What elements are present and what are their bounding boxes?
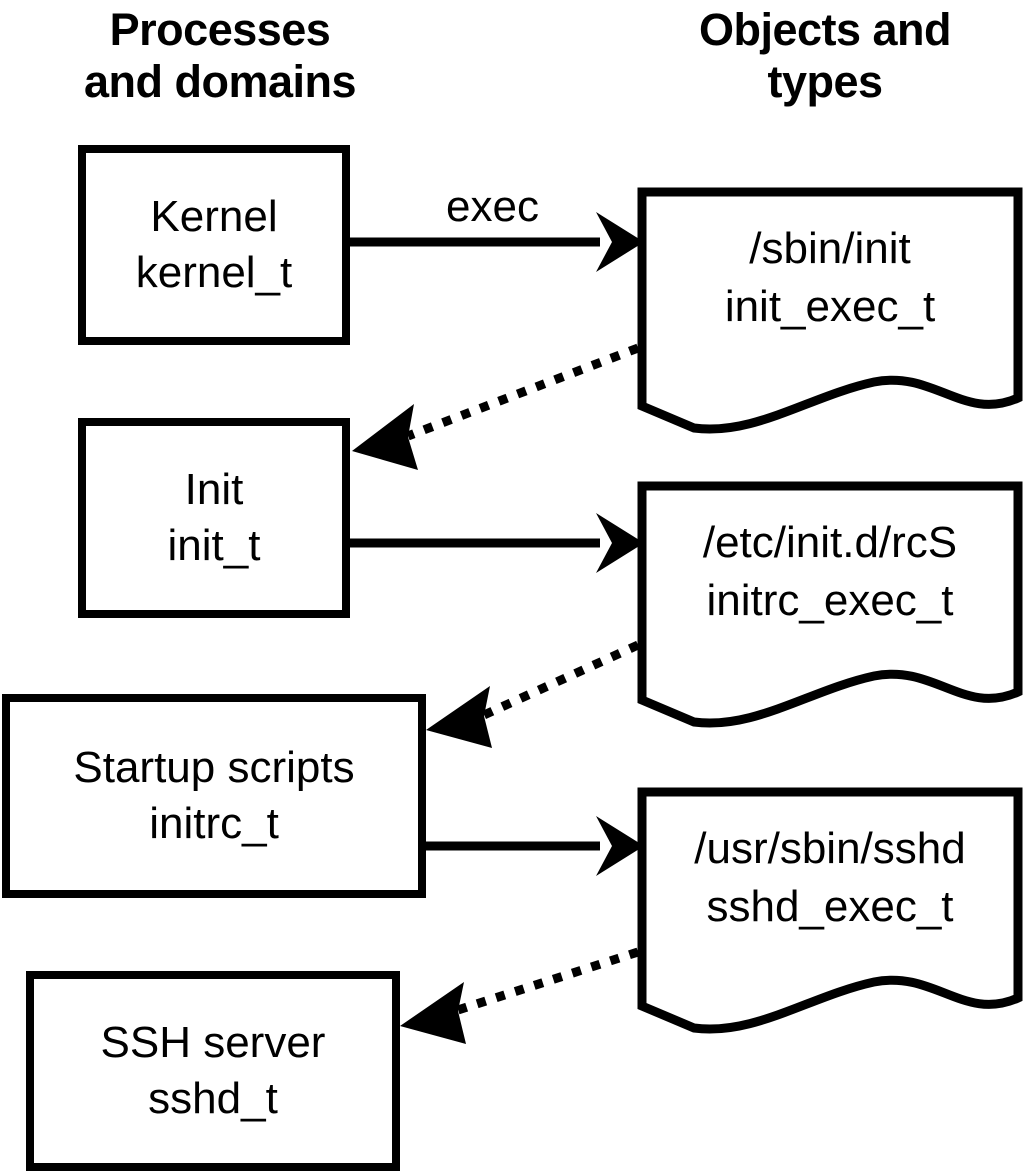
object-document-sbin-init[interactable] bbox=[634, 184, 1024, 440]
object-document-sbin-init-path: /sbin/init bbox=[749, 224, 911, 273]
process-box-ssh-server[interactable]: SSH server sshd_t bbox=[26, 971, 400, 1171]
process-box-startup-scripts-type: initrc_t bbox=[149, 799, 279, 848]
process-box-startup-scripts[interactable]: Startup scripts initrc_t bbox=[2, 694, 426, 898]
object-document-usr-sbin-sshd-path: /usr/sbin/sshd bbox=[694, 824, 966, 873]
process-box-ssh-server-name: SSH server bbox=[100, 1018, 326, 1067]
object-document-etc-initd-rcs[interactable] bbox=[634, 478, 1024, 734]
object-document-sbin-init-text: /sbin/init init_exec_t bbox=[640, 220, 1020, 336]
process-box-init-type: init_t bbox=[167, 521, 261, 570]
process-box-kernel-name: Kernel bbox=[150, 192, 278, 241]
process-box-init[interactable]: Init init_t bbox=[78, 418, 350, 618]
object-document-sbin-init-type: init_exec_t bbox=[724, 282, 936, 331]
process-box-kernel-type: kernel_t bbox=[135, 248, 293, 297]
object-document-usr-sbin-sshd-type: sshd_exec_t bbox=[706, 882, 954, 931]
object-document-etc-initd-rcs-type: initrc_exec_t bbox=[706, 576, 954, 625]
process-box-startup-scripts-name: Startup scripts bbox=[73, 743, 355, 792]
edge-etc-initd-rcs-to-startup-scripts bbox=[426, 640, 640, 748]
process-box-init-name: Init bbox=[184, 465, 244, 514]
object-document-etc-initd-rcs-path: /etc/init.d/rcS bbox=[702, 518, 958, 567]
edge-usr-sbin-sshd-to-ssh-server bbox=[400, 947, 640, 1044]
object-document-usr-sbin-sshd-text: /usr/sbin/sshd sshd_exec_t bbox=[640, 820, 1020, 936]
object-document-etc-initd-rcs-text: /etc/init.d/rcS initrc_exec_t bbox=[640, 514, 1020, 630]
edge-sbin-init-to-init bbox=[352, 343, 640, 470]
edge-init-to-etc-initd-rcs bbox=[350, 513, 644, 573]
column-header-objects: Objects and types bbox=[698, 4, 952, 107]
column-header-processes: Processes and domains bbox=[83, 4, 357, 107]
edge-startup-scripts-to-usr-sbin-sshd bbox=[426, 816, 644, 876]
process-box-ssh-server-type: sshd_t bbox=[148, 1074, 278, 1123]
process-box-kernel[interactable]: Kernel kernel_t bbox=[78, 145, 350, 345]
object-document-usr-sbin-sshd[interactable] bbox=[634, 784, 1024, 1040]
edge-label-exec: exec bbox=[446, 182, 539, 231]
